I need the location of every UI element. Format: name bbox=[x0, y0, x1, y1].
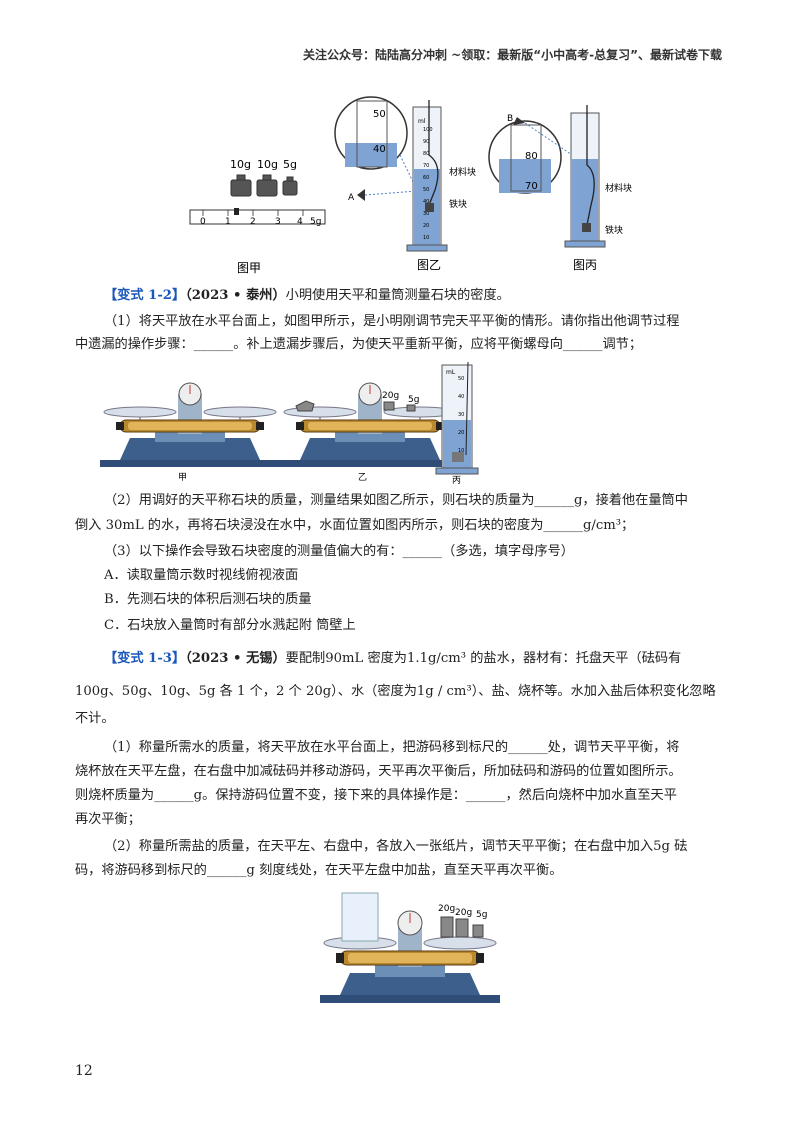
page-header: 关注公众号：陆陆高分冲刺 ~领取：最新版“小中高考-总复习”、最新试卷下载 bbox=[303, 48, 722, 62]
ruler-tick: 4 bbox=[297, 217, 303, 227]
question-source: （2023 • 无锡） bbox=[185, 651, 286, 666]
figure-caption: 丙 bbox=[452, 475, 461, 485]
question-tag: 【变式 1-3】 bbox=[104, 651, 186, 666]
svg-text:60: 60 bbox=[423, 175, 429, 181]
eye-label-b: B bbox=[507, 114, 513, 124]
option-c: C．石块放入量筒时有部分水溅起附 筒壁上 bbox=[104, 618, 356, 633]
ruler-tick: 1 bbox=[225, 217, 231, 227]
paragraph: 则烧杯质量为______g。保持游码位置不变，接下来的具体操作是：______，… bbox=[75, 788, 677, 803]
figure-caption: 图乙 bbox=[417, 258, 441, 272]
svg-text:20: 20 bbox=[458, 430, 464, 436]
weight-label: 10g bbox=[230, 158, 251, 171]
svg-text:mL: mL bbox=[446, 369, 456, 376]
svg-text:40: 40 bbox=[458, 394, 464, 400]
svg-text:50: 50 bbox=[458, 376, 464, 382]
figure-a: 10g 10g 5g 0 1 2 3 4 5g bbox=[189, 158, 326, 227]
question-1-3-stem: 【变式 1-3】（2023 • 无锡）要配制90mL 密度为1.1g/cm³ 的… bbox=[104, 651, 682, 666]
svg-text:30: 30 bbox=[423, 211, 429, 217]
svg-text:30: 30 bbox=[458, 412, 464, 418]
mass-label: 20g bbox=[382, 391, 399, 401]
question-source: （2023 • 泰州） bbox=[185, 288, 286, 303]
paragraph: 不计。 bbox=[75, 711, 115, 726]
paragraph: （1）称量所需水的质量，将天平放在水平台面上，把游码移到标尺的______处，调… bbox=[104, 740, 680, 755]
zoom-label: 40 bbox=[373, 144, 386, 155]
svg-text:20: 20 bbox=[423, 223, 429, 229]
material-label: 材料块 bbox=[449, 166, 476, 178]
svg-text:10: 10 bbox=[423, 235, 429, 241]
weight-label: 10g bbox=[257, 158, 278, 171]
ruler-tick: 3 bbox=[275, 217, 281, 227]
mass-label: 5g bbox=[476, 910, 487, 920]
svg-text:100: 100 bbox=[423, 127, 433, 133]
figure-b: 50 40 A ml 100 90 80 70 60 50 40 30 20 1… bbox=[334, 96, 476, 272]
svg-text:70: 70 bbox=[423, 163, 429, 169]
paragraph: （3）以下操作会导致石块密度的测量值偏大的有：______（多选，填字母序号） bbox=[104, 544, 574, 559]
figure-caption: 图甲 bbox=[237, 261, 261, 275]
ruler-tick: 2 bbox=[250, 217, 256, 227]
figure-c: 80 70 B 材料块 铁块 图丙 bbox=[488, 105, 632, 272]
svg-text:ml: ml bbox=[418, 118, 426, 125]
option-b: B．先测石块的体积后测石块的质量 bbox=[104, 592, 312, 607]
option-a: A．读取量筒示数时视线俯视液面 bbox=[104, 568, 299, 583]
paragraph: 再次平衡； bbox=[75, 812, 141, 827]
figure-caption: 乙 bbox=[358, 472, 367, 483]
zoom-label: 70 bbox=[525, 181, 538, 192]
question-1-2-stem: 【变式 1-2】（2023 • 泰州）小明使用天平和量筒测量石块的密度。 bbox=[104, 288, 510, 303]
mass-label: 20g bbox=[438, 904, 455, 914]
svg-text:40: 40 bbox=[423, 199, 429, 205]
figure-top: 10g 10g 5g 0 1 2 3 4 5g 50 40 A bbox=[189, 96, 632, 275]
ruler-tick: 5g bbox=[310, 217, 321, 227]
ruler bbox=[189, 209, 326, 225]
ruler-tick: 0 bbox=[200, 217, 206, 227]
svg-text:90: 90 bbox=[423, 139, 429, 145]
page-number: 12 bbox=[75, 1063, 93, 1079]
svg-text:80: 80 bbox=[423, 151, 429, 157]
mass-label: 20g bbox=[455, 908, 472, 918]
iron-label: 铁块 bbox=[449, 198, 467, 210]
svg-text:10: 10 bbox=[458, 448, 464, 454]
zoom-label: 80 bbox=[525, 151, 538, 162]
question-tag: 【变式 1-2】 bbox=[104, 288, 186, 303]
material-label: 材料块 bbox=[605, 182, 632, 194]
svg-text:50: 50 bbox=[423, 187, 429, 193]
paragraph: （2）用调好的天平称石块的质量，测量结果如图乙所示，则石块的质量为______g… bbox=[104, 493, 688, 508]
mass-label: 5g bbox=[408, 395, 419, 405]
eye-label-a: A bbox=[348, 193, 355, 203]
paragraph: （1）将天平放在水平台面上，如图甲所示，是小明刚调节完天平平衡的情形。请你指出他… bbox=[104, 314, 680, 329]
figure-bottom-balance: 20g 20g 5g bbox=[320, 892, 500, 1003]
paragraph: 码，将游码移到标尺的______g 刻度线处，在天平左盘中加盐，直至天平再次平衡… bbox=[75, 863, 563, 878]
figure-caption: 甲 bbox=[178, 472, 187, 483]
iron-label: 铁块 bbox=[605, 224, 623, 236]
paragraph: 倒入 30mL 的水，再将石块浸没在水中，水面位置如图丙所示，则石块的密度为__… bbox=[75, 518, 635, 533]
weight-label: 5g bbox=[283, 158, 297, 171]
figure-balances: 20g 5g 甲 乙 mL 50 40 30 20 10 丙 bbox=[100, 361, 479, 485]
paragraph: （2）称量所需盐的质量，在天平左、右盘中，各放入一张纸片，调节天平平衡；在右盘中… bbox=[104, 839, 688, 854]
paragraph: 100g、50g、10g、5g 各 1 个，2 个 20g）、水（密度为1g /… bbox=[75, 684, 716, 699]
figure-caption: 图丙 bbox=[573, 258, 597, 272]
paragraph: 烧杯放在天平左盘，在右盘中加减砝码并移动游码，天平再次平衡后，所加砝码和游码的位… bbox=[75, 764, 682, 779]
zoom-label: 50 bbox=[373, 109, 386, 120]
paragraph: 中遗漏的操作步骤：______。补上遗漏步骤后，为使天平重新平衡，应将平衡螺母向… bbox=[75, 337, 643, 352]
